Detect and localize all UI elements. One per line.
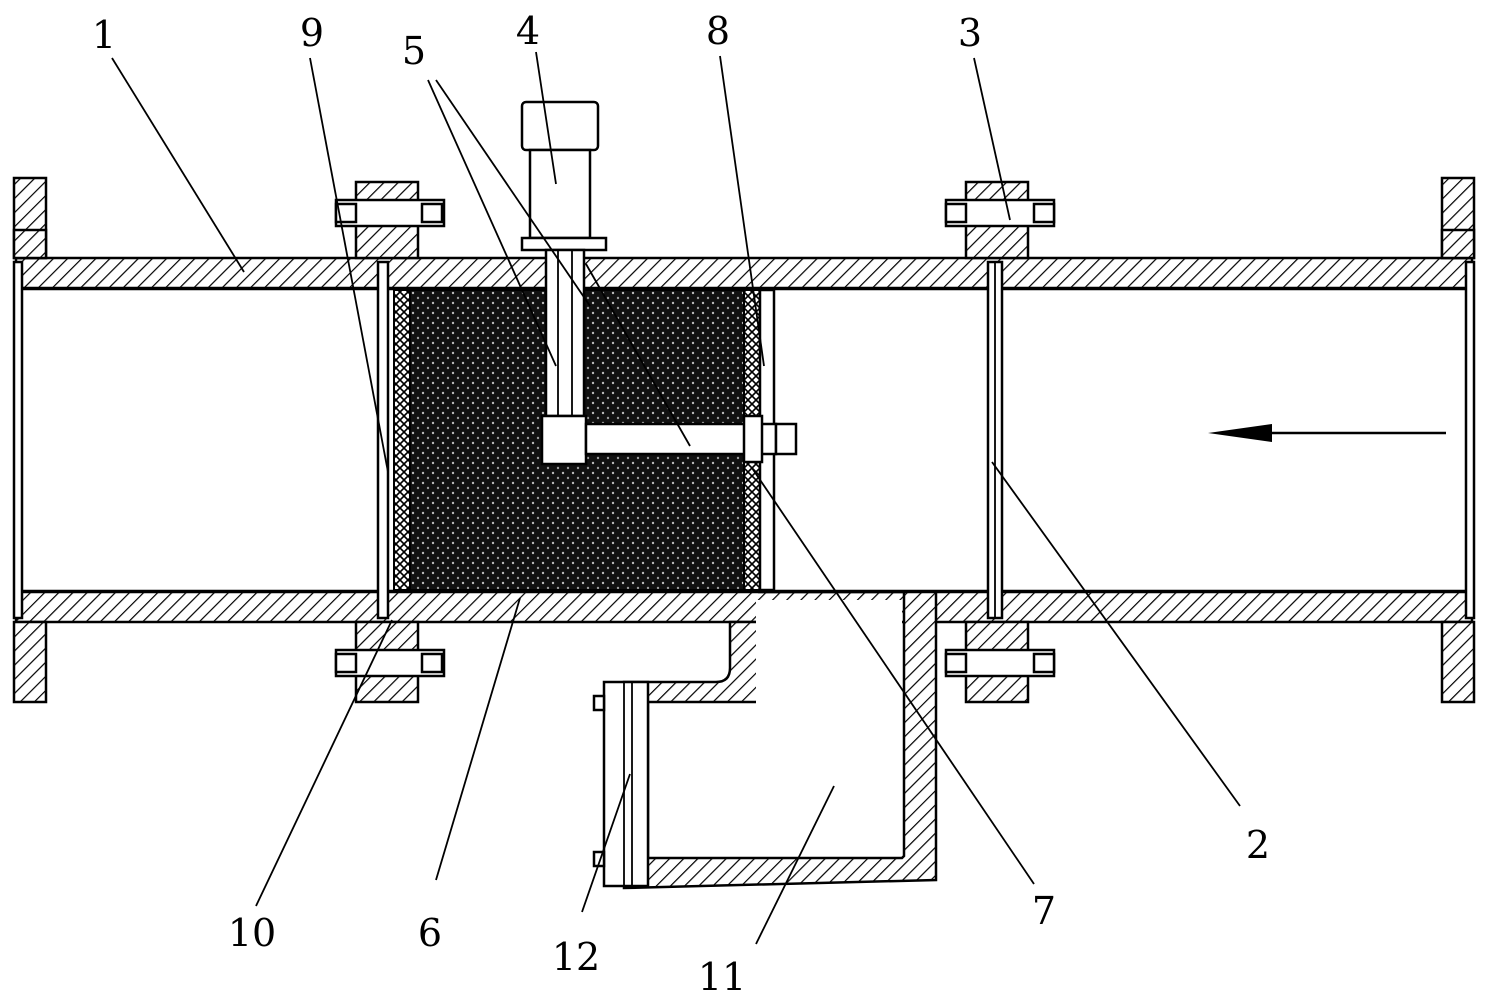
cleanout-cover bbox=[592, 680, 650, 888]
left-flange-joint bbox=[334, 180, 446, 704]
callout-1: 1 bbox=[92, 13, 116, 57]
leader-lines bbox=[111, 51, 1241, 945]
discharge-duct bbox=[622, 590, 938, 890]
horizontal-scraper-arm bbox=[540, 414, 798, 466]
vertical-shaft bbox=[544, 248, 586, 418]
flow-arrow-icon bbox=[1208, 424, 1446, 442]
right-end-flange bbox=[1440, 176, 1476, 704]
callout-7: 7 bbox=[1032, 889, 1056, 933]
callout-5: 5 bbox=[402, 29, 426, 73]
left-mesh-screen bbox=[393, 289, 411, 591]
callout-4: 4 bbox=[516, 9, 540, 53]
callout-11: 11 bbox=[698, 955, 746, 999]
left-end-flange bbox=[12, 176, 48, 704]
right-flange-joint bbox=[944, 180, 1056, 704]
callout-8: 8 bbox=[706, 9, 730, 53]
callout-10: 10 bbox=[228, 911, 276, 955]
callout-labels: 1 2 3 4 5 6 7 8 9 10 11 12 bbox=[92, 9, 1270, 999]
drive-motor bbox=[520, 100, 608, 252]
callout-9: 9 bbox=[300, 11, 324, 55]
callout-2: 2 bbox=[1246, 823, 1270, 867]
callout-3: 3 bbox=[958, 11, 982, 55]
callout-6: 6 bbox=[418, 911, 442, 955]
callout-12: 12 bbox=[552, 935, 600, 979]
